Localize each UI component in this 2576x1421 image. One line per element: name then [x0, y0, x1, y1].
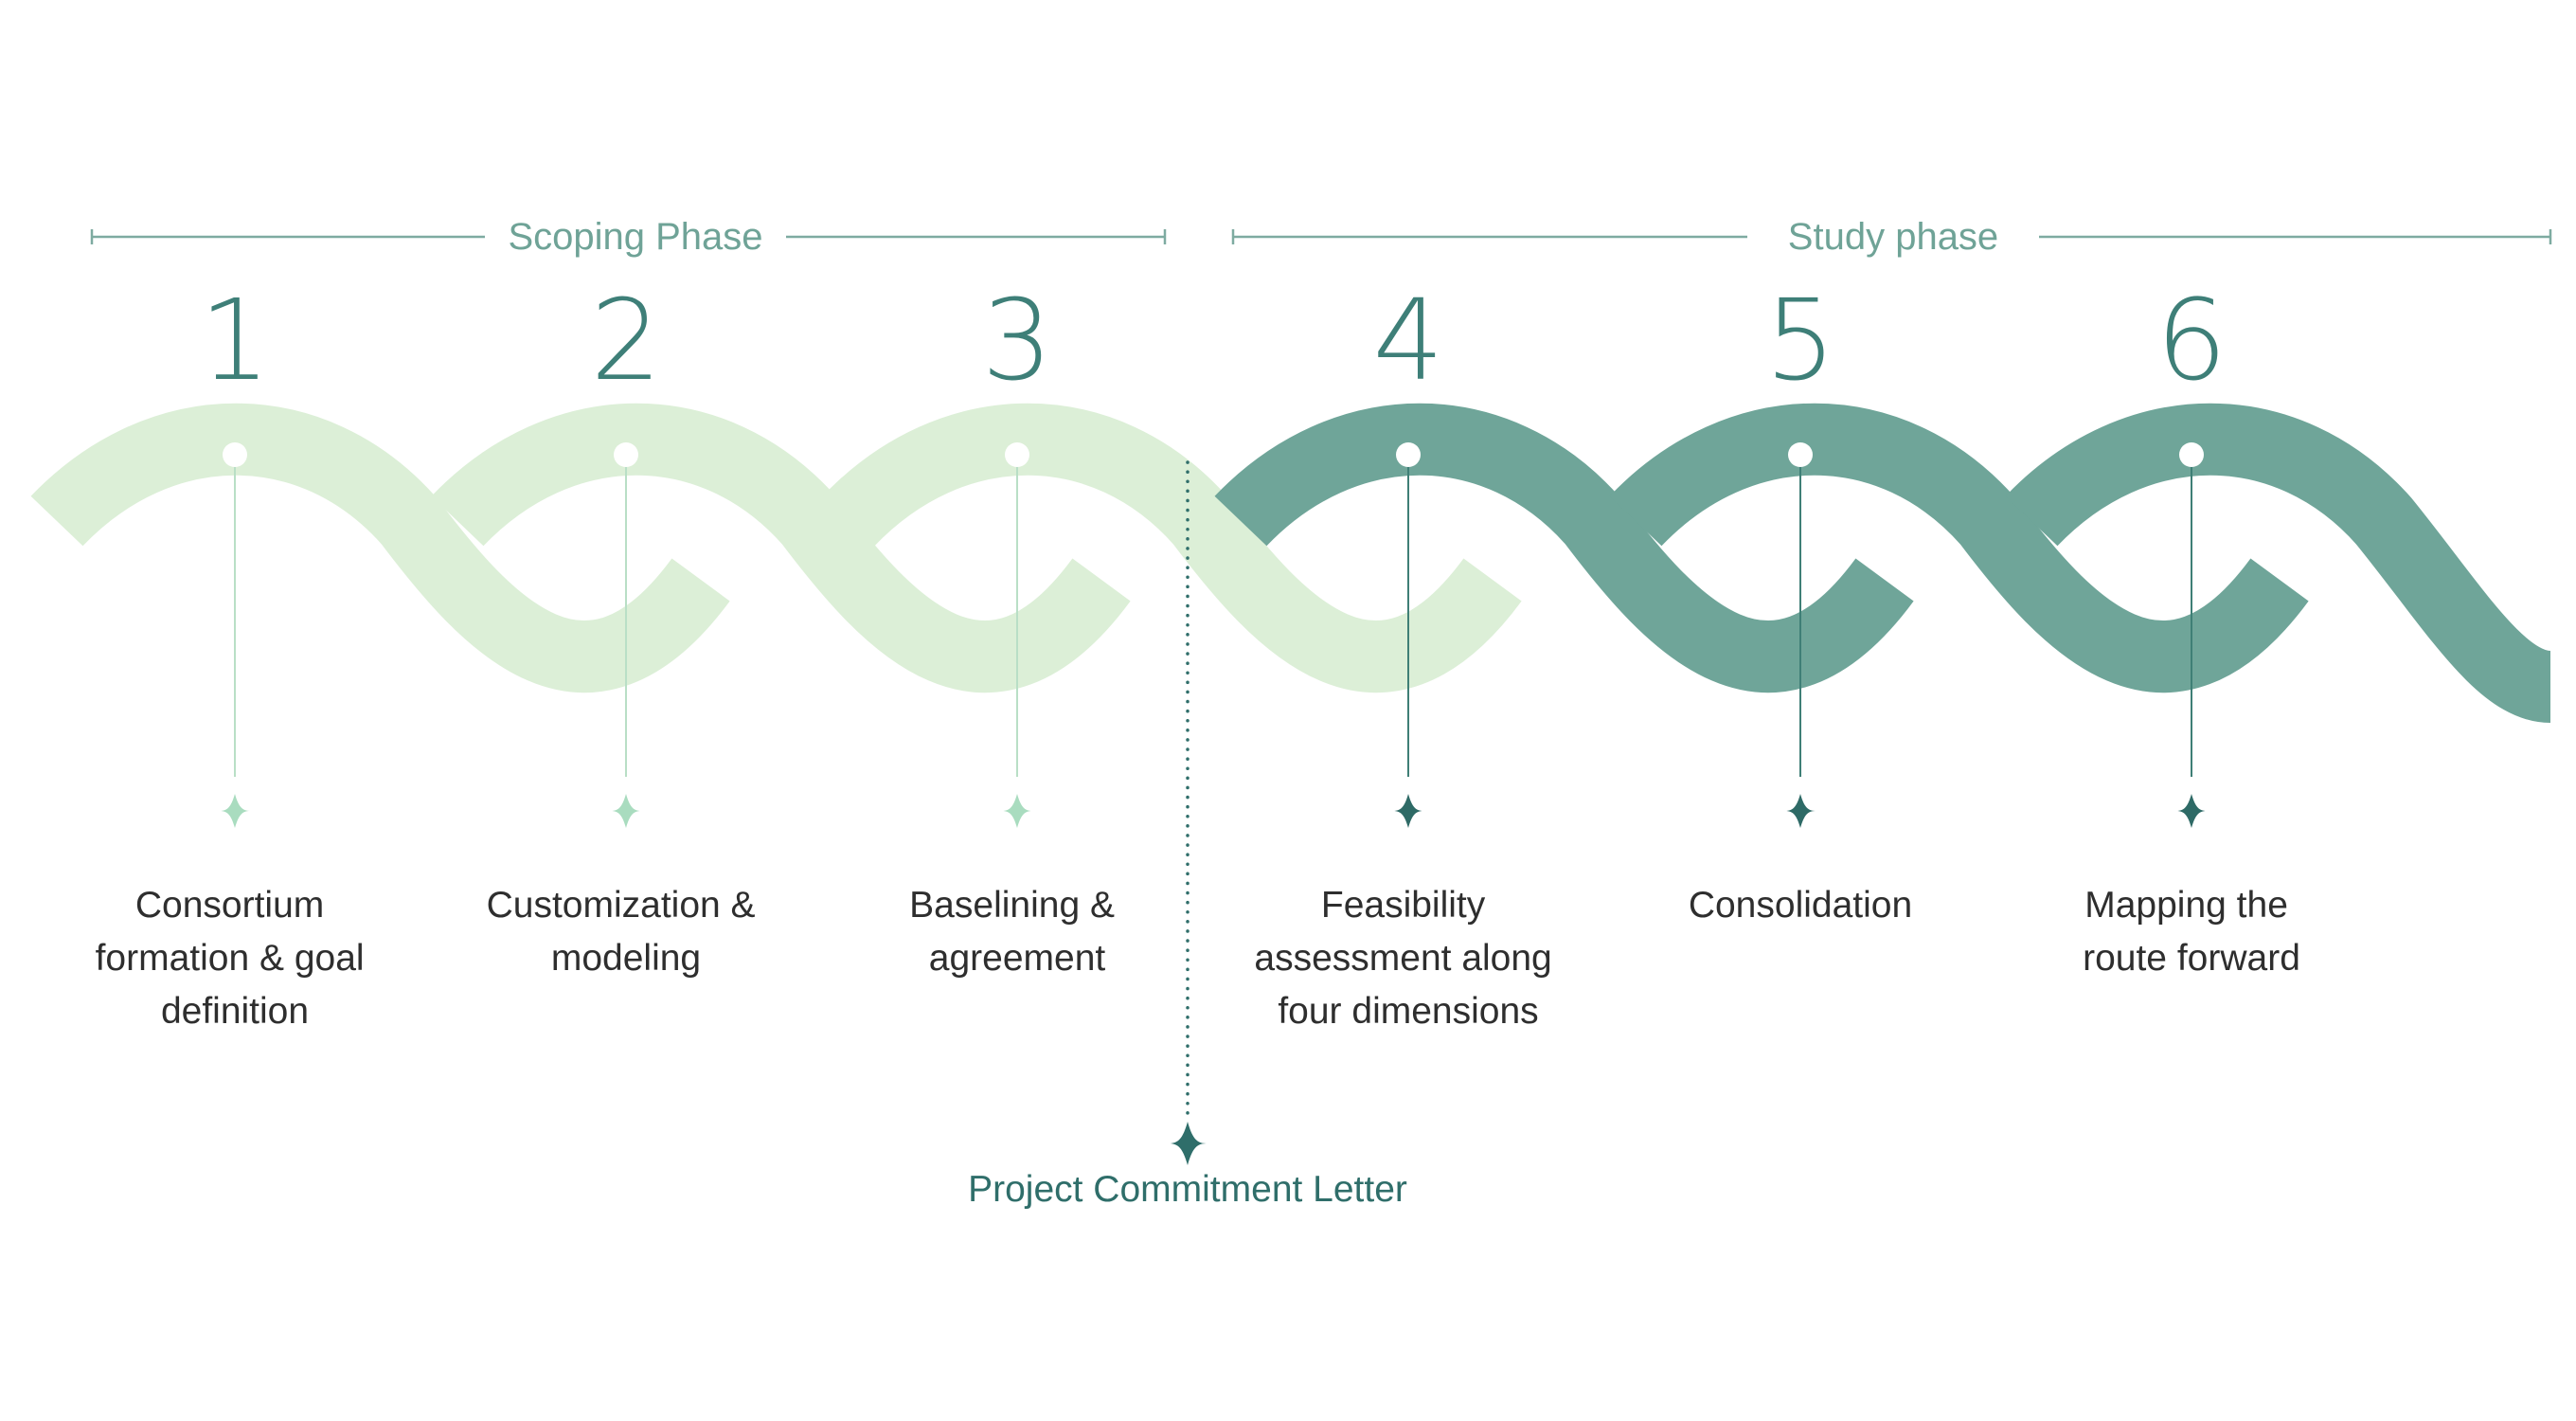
circle-dot-icon [1396, 442, 1421, 467]
step-description-line: Feasibility [1321, 885, 1486, 926]
wave-band-step-1 [30, 403, 730, 693]
four-point-star-icon [2176, 794, 2207, 828]
circle-dot-icon [223, 442, 247, 467]
four-point-star-icon [1169, 1122, 1207, 1165]
step-number: 3 [981, 275, 1052, 405]
step-number: 6 [2156, 275, 2227, 405]
step-number: 2 [590, 275, 661, 405]
step-description-line: Consortium [135, 885, 324, 926]
step-description: Consolidation [1689, 885, 1912, 926]
four-point-star-icon [220, 794, 250, 828]
phase-bracket-scoping: Scoping Phase [90, 216, 1167, 258]
wave-band-step-3 [822, 403, 1522, 693]
four-point-star-icon [1393, 794, 1423, 828]
step-description-line: Baselining & [909, 885, 1115, 926]
step-description-line: assessment along [1254, 938, 1551, 979]
circle-dot-icon [2179, 442, 2204, 467]
phase-bracket-study: Study phase [1231, 216, 2552, 258]
step-description-line: Mapping the [2084, 885, 2288, 926]
phase-label-scoping: Scoping Phase [508, 216, 762, 258]
step-5: 5 Consolidation [1689, 275, 1912, 926]
step-description-line: modeling [551, 938, 701, 979]
step-4: 4 Feasibility assessment along four dime… [1254, 275, 1562, 1032]
step-description-line: formation & goal [96, 938, 365, 979]
four-point-star-icon [611, 794, 641, 828]
phase-label-study: Study phase [1788, 216, 1998, 258]
wave-band-step-2 [431, 403, 1131, 693]
step-number: 1 [199, 275, 270, 405]
wave-bands [30, 403, 2554, 723]
circle-dot-icon [1788, 442, 1813, 467]
steps: 1 Consortium formation & goal definition… [96, 275, 2300, 1032]
step-description: Mapping the route forward [2083, 885, 2300, 979]
circle-dot-icon [1005, 442, 1029, 467]
wave-band-step-6 [2005, 403, 2554, 723]
step-2: 2 Customization & modeling [487, 275, 766, 979]
step-description: Consortium formation & goal definition [96, 885, 375, 1032]
step-description-line: Consolidation [1689, 885, 1912, 926]
step-description-line: agreement [929, 938, 1106, 979]
step-description-line: definition [161, 991, 309, 1032]
four-point-star-icon [1002, 794, 1032, 828]
wave-band-step-4 [1214, 403, 1914, 693]
wave-band-step-5 [1609, 403, 2309, 693]
step-6: 6 Mapping the route forward [2083, 275, 2300, 979]
step-description-line: four dimensions [1278, 991, 1538, 1032]
circle-dot-icon [614, 442, 638, 467]
step-1: 1 Consortium formation & goal definition [96, 275, 375, 1032]
step-description: Customization & modeling [487, 885, 766, 979]
step-description: Baselining & agreement [909, 885, 1125, 979]
step-description-line: route forward [2083, 938, 2300, 979]
four-point-star-icon [1785, 794, 1816, 828]
milestone-label: Project Commitment Letter [968, 1169, 1407, 1210]
milestone-project-commitment: Project Commitment Letter [968, 460, 1407, 1210]
step-description-line: Customization & [487, 885, 756, 926]
step-description: Feasibility assessment along four dimens… [1254, 885, 1562, 1032]
step-3: 3 Baselining & agreement [909, 275, 1125, 979]
step-number: 5 [1764, 275, 1835, 405]
step-number: 4 [1372, 275, 1443, 405]
